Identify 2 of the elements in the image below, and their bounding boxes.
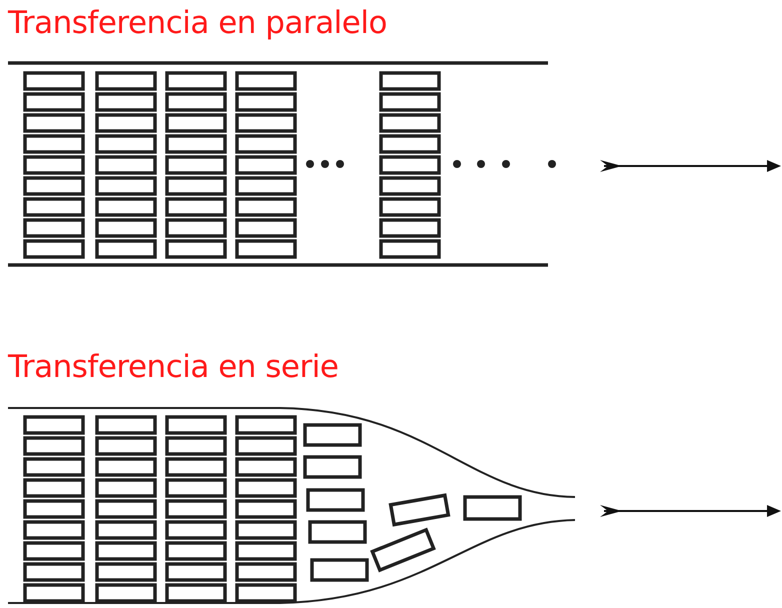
section-heading: Transferencia en paralelo [8, 6, 387, 42]
section-heading: Transferencia en serie [8, 350, 338, 386]
